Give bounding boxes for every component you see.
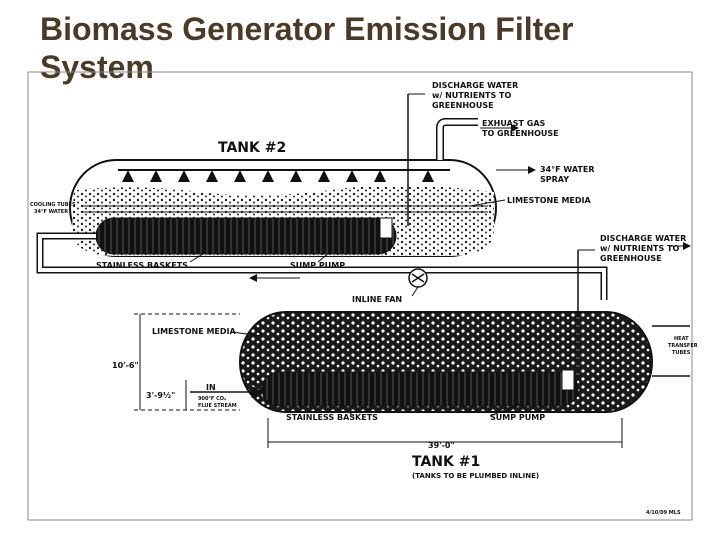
discharge-bottom-label-1: DISCHARGE WATER [600, 234, 686, 243]
cooling-tubes-label-2: 34°F WATER [34, 209, 68, 215]
heat-tubes-label-2: TRANSFER [668, 343, 698, 349]
stainless-baskets-bottom [261, 371, 579, 407]
cooling-tubes-label-1: COOLING TUBES [30, 202, 76, 208]
inlet-label: IN [206, 383, 216, 392]
inlet-height-dim-label: 3'-9½" [146, 390, 175, 400]
length-dim-label: 39'-0" [428, 441, 455, 450]
discharge-top-label-1: DISCHARGE WATER [432, 81, 518, 90]
tank-2 [69, 159, 497, 257]
heat-tubes-label-3: TUBES [672, 350, 691, 356]
height-dim-label: 10'-6" [112, 361, 139, 370]
water-spray-label-1: 34°F WATER [540, 165, 595, 174]
tank-1-label: TANK #1 [412, 454, 480, 470]
flue-label-1: 900°F CO₂ [198, 396, 226, 402]
discharge-bottom-label-3: GREENHOUSE [600, 254, 662, 263]
sump-pump-bottom [561, 369, 575, 391]
exhaust-label-2: TO GREENHOUSE [482, 129, 559, 138]
discharge-bottom-label-2: w/ NUTRIENTS TO [600, 244, 680, 253]
sump-bottom-label: SUMP PUMP [490, 413, 545, 422]
heat-tubes-label-1: HEAT [674, 336, 689, 342]
tank-1 [239, 311, 653, 413]
tank-2-label: TANK #2 [218, 140, 286, 156]
sump-top-label: SUMP PUMP [290, 261, 345, 270]
exhaust-label-1: EXHUAST GAS [482, 119, 546, 128]
tanks-note-label: (TANKS TO BE PLUMBED INLINE) [412, 472, 539, 480]
page-title: Biomass Generator Emission Filter System [40, 11, 574, 85]
limestone-bottom-label: LIMESTONE MEDIA [152, 327, 237, 336]
discharge-top-label-2: w/ NUTRIENTS TO [432, 91, 512, 100]
limestone-top-label: LIMESTONE MEDIA [507, 196, 592, 205]
stainless-top-label: STAINLESS BASKETS [96, 261, 188, 270]
inline-fan-label: INLINE FAN [352, 295, 402, 304]
sump-pump-top [379, 217, 393, 239]
stainless-baskets-top [95, 217, 397, 255]
flue-label-2: FLUE STREAM [198, 403, 237, 409]
discharge-top-label-3: GREENHOUSE [432, 101, 494, 110]
slide-frame [27, 71, 693, 521]
water-spray-label-2: SPRAY [540, 175, 569, 184]
stainless-bottom-label: STAINLESS BASKETS [286, 413, 378, 422]
exhaust-pipe [436, 118, 478, 160]
date-label: 4/10/09 MLS [646, 510, 681, 516]
spray-nozzles [122, 170, 434, 182]
